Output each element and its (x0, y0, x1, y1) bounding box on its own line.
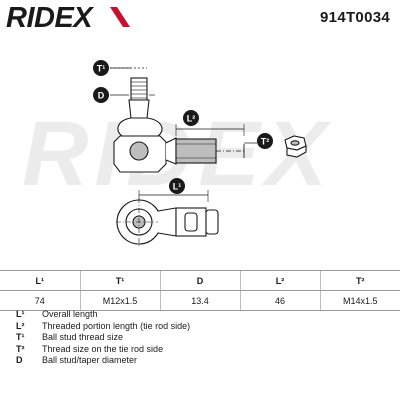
lock-nut (284, 135, 307, 158)
part-number: 914T0034 (320, 9, 390, 26)
spec-value-t2: M14x1.5 (319, 290, 400, 311)
legend-item: D Ball stud/taper diameter (16, 355, 190, 367)
spec-value-l1: 74 (0, 290, 80, 311)
ridex-logo: RIDEX (6, 2, 130, 32)
legend-key: T² (16, 343, 25, 354)
technical-drawing: RIDEX (0, 36, 400, 268)
callout-t2: T² (244, 133, 273, 149)
callout-t1: T¹ (93, 60, 147, 76)
spec-table-value-row: 74 M12x1.5 13.4 46 M14x1.5 (0, 290, 400, 311)
callout-d-label: D (98, 91, 105, 101)
legend-item: L² Threaded portion length (tie rod side… (16, 321, 190, 333)
callout-l1-label: L¹ (173, 182, 182, 192)
spec-table: L¹ T¹ D L² T² 74 M12x1.5 13.4 46 M14x1.5 (0, 270, 400, 311)
legend-text: Ball stud/taper diameter (42, 355, 138, 366)
top-view (116, 198, 219, 246)
callout-l2-label: L² (187, 114, 196, 124)
logo-red-stroke (110, 7, 130, 27)
legend: L¹ Overall length L² Threaded portion le… (16, 309, 190, 367)
legend-key: T¹ (16, 332, 25, 343)
legend-item: T² Thread size on the tie rod side (16, 344, 190, 356)
legend-text: Threaded portion length (tie rod side) (42, 320, 191, 331)
spec-value-l2: 46 (239, 290, 320, 311)
spec-header-l1: L¹ (0, 270, 80, 291)
legend-key: L² (16, 320, 25, 331)
callout-l2: L² (175, 110, 245, 136)
spec-value-t1: M12x1.5 (79, 290, 160, 311)
callout-l1: L¹ (138, 178, 209, 202)
header: RIDEX 914T0034 (0, 0, 400, 36)
legend-item: L¹ Overall length (16, 309, 190, 321)
legend-key: L¹ (16, 309, 25, 319)
spec-header-t2: T² (319, 270, 400, 291)
legend-text: Thread size on the tie rod side (42, 343, 164, 354)
spec-header-t1: T¹ (79, 270, 160, 291)
callout-t1-label: T¹ (97, 64, 106, 74)
legend-key: D (16, 355, 23, 366)
brand-logotype: RIDEX (6, 2, 94, 32)
legend-text: Ball stud thread size (42, 332, 124, 343)
spec-table-header-row: L¹ T¹ D L² T² (0, 270, 400, 291)
spec-header-l2: L² (239, 270, 320, 291)
callout-d: D (93, 87, 155, 103)
legend-item: T¹ Ball stud thread size (16, 332, 190, 344)
spec-header-d: D (159, 270, 240, 291)
callout-t2-label: T² (261, 137, 270, 147)
legend-text: Overall length (42, 309, 98, 319)
spec-value-d: 13.4 (159, 290, 240, 311)
side-view (113, 77, 245, 173)
